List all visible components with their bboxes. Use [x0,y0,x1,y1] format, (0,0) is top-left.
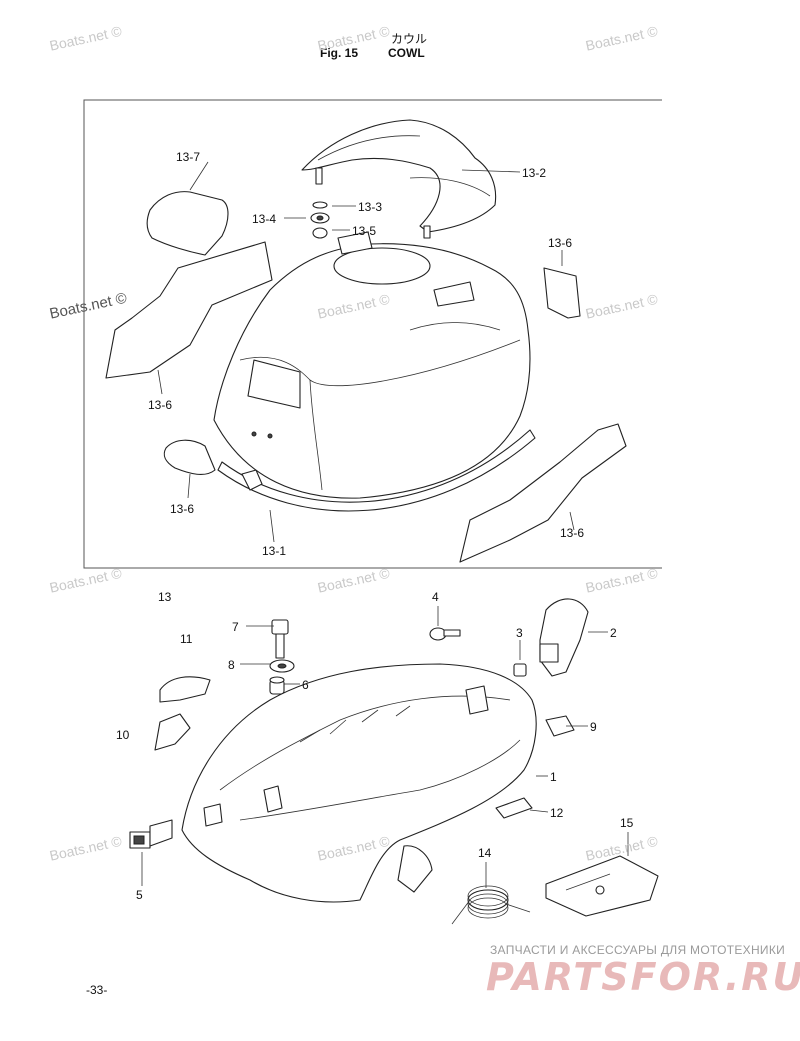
callout-13-7: 13-7 [176,150,201,164]
spring-14 [451,885,531,925]
seal-10 [154,713,191,751]
callout-3: 3 [516,626,523,640]
callout-6: 6 [302,678,309,692]
callout-13-3: 13-3 [358,200,383,214]
page-number: -33- [86,983,108,997]
decal-left-small [163,439,216,476]
cowl-body [213,231,531,499]
lid-stud [315,167,323,185]
figure-label: Fig. 15 [320,46,359,60]
latch-2 [539,598,589,677]
plug-5 [129,819,173,849]
callout-13-4: 13-4 [252,212,277,226]
bolt-7 [271,619,289,659]
callout-1: 1 [550,770,557,784]
lid-stud [423,225,431,239]
callout-7: 7 [232,620,239,634]
emblem-13-7 [146,191,229,256]
callout-12: 12 [550,806,564,820]
seal-strip [217,429,536,512]
decal-right-small [543,267,581,319]
callout-10: 10 [116,728,130,742]
callout-14: 14 [478,846,492,860]
footer-tagline: ЗАПЧАСТИ И АКСЕССУАРЫ ДЛЯ МОТОТЕХНИКИ [490,943,786,957]
decal-right-large [459,423,627,563]
leader-lines [141,161,629,888]
upper-assembly-frame [83,99,662,569]
callout-15: 15 [620,816,634,830]
collar-6 [269,676,285,695]
bottom-cowl [181,663,537,903]
callout-8: 8 [228,658,235,672]
footer-logo: PARTSFOR.RU [486,955,800,999]
callout-5: 5 [136,888,143,902]
cowl-vent [247,359,301,409]
callout-13-6: 13-6 [148,398,173,412]
figure-title: COWL [388,46,425,60]
callout-13-6: 13-6 [560,526,585,540]
decal-left-large [105,241,273,379]
callout-13-5: 13-5 [352,224,377,238]
callout-13: 13 [158,590,172,604]
cowl-lid-part [301,119,497,239]
pad-9 [545,715,575,737]
strip-12 [495,797,533,819]
callout-13-6: 13-6 [170,502,195,516]
callout-11: 11 [180,632,193,646]
screw-4 [429,627,461,641]
callout-9: 9 [590,720,597,734]
cowl-top-opening [333,247,431,285]
grommet-parts [310,201,330,239]
callout-13-6: 13-6 [548,236,573,250]
callout-13-2: 13-2 [522,166,547,180]
callout-4: 4 [432,590,439,604]
seal-11 [159,676,211,703]
japanese-title: カウル [390,32,427,46]
callout-13-1: 13-1 [262,544,287,558]
washer-8 [269,659,295,673]
callout-2: 2 [610,626,617,640]
grommet-3 [513,663,527,677]
